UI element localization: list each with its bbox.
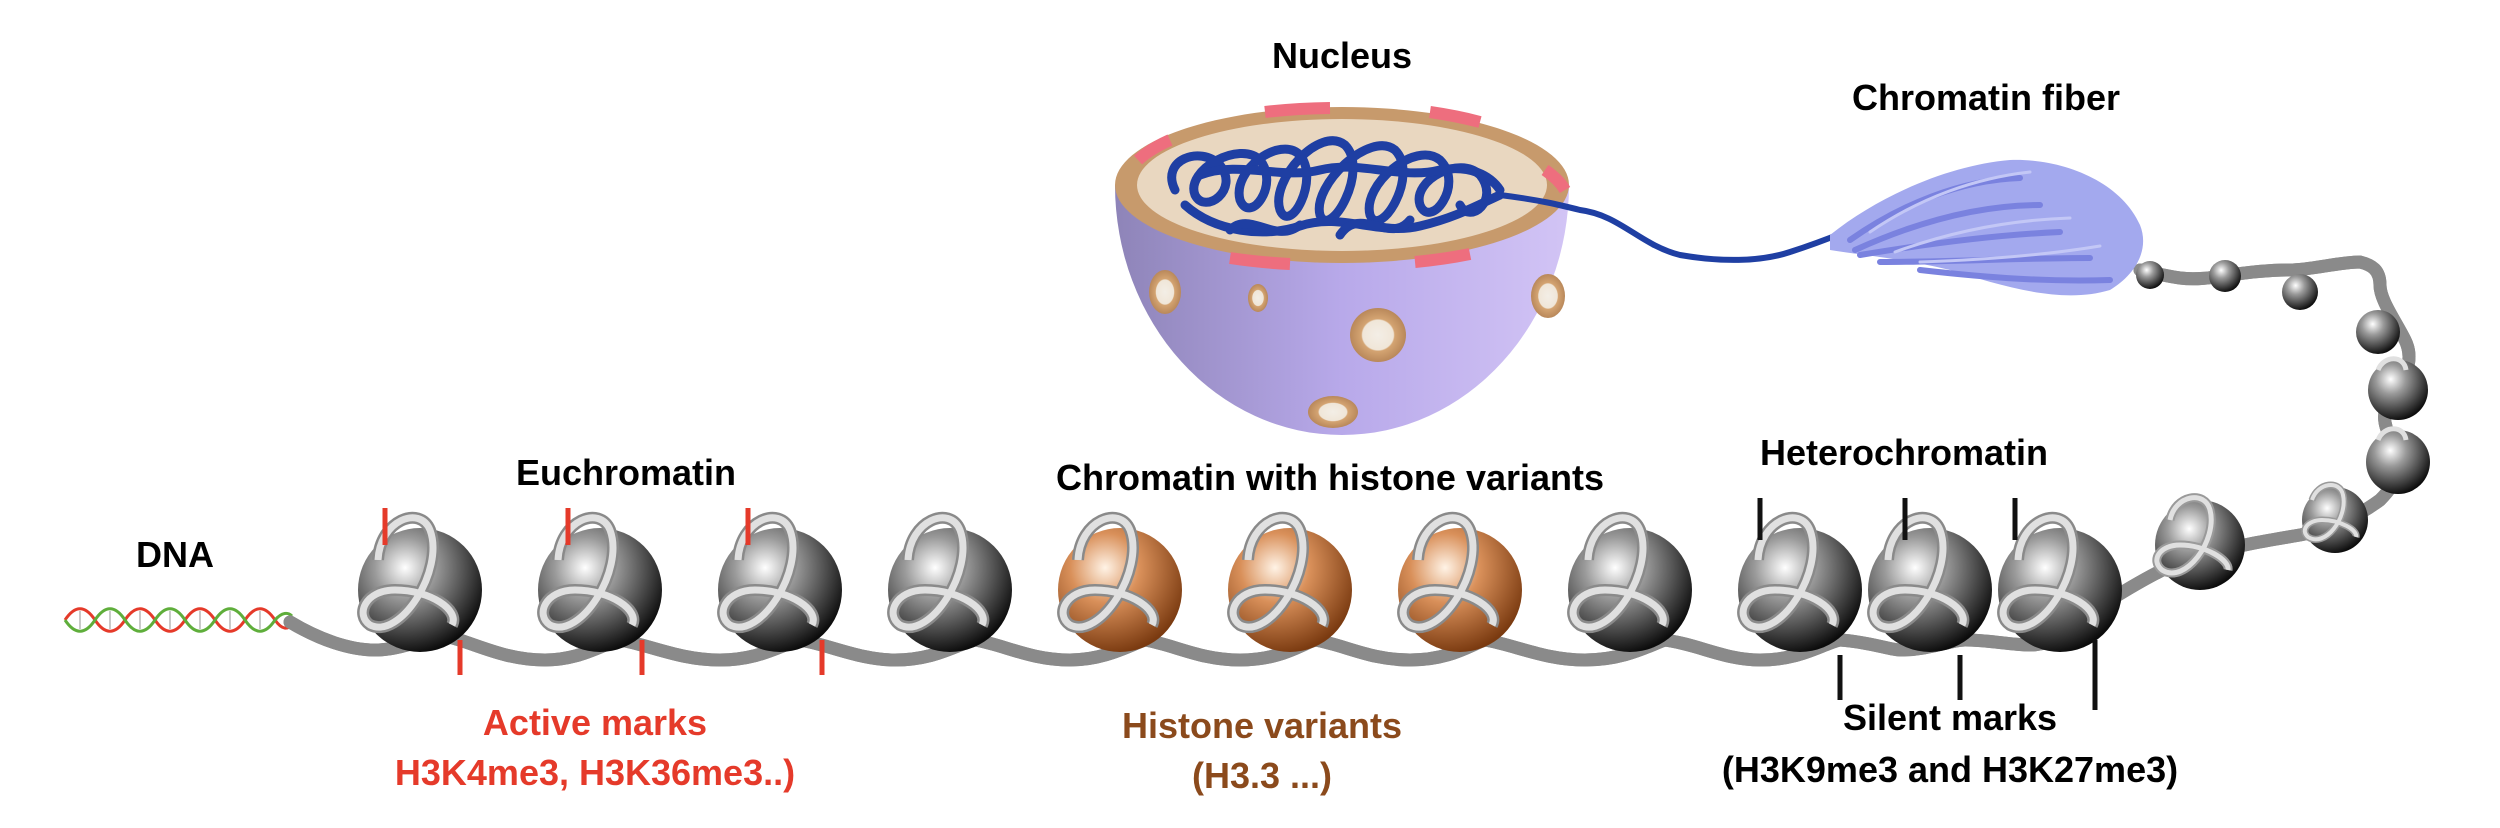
label-active-marks: Active marks	[483, 702, 707, 743]
nucleosome	[1997, 511, 2122, 652]
nucleosome	[1737, 511, 1862, 652]
nucleosome	[2366, 426, 2430, 494]
nucleosome	[537, 511, 662, 652]
labels: Nucleus Chromatin fiber DNA Euchromatin …	[136, 35, 2178, 796]
nucleosome-histone-variant	[1057, 511, 1182, 652]
label-chromatin-fiber: Chromatin fiber	[1852, 77, 2120, 118]
nucleosome-histone-variant	[1397, 511, 1522, 652]
label-histone-variants: Histone variants	[1122, 705, 1402, 746]
active-mark-ticks	[382, 508, 825, 675]
label-euchromatin: Euchromatin	[516, 452, 736, 493]
nucleosome	[2152, 493, 2245, 590]
nucleosome	[2356, 310, 2400, 354]
nucleosome	[357, 511, 482, 652]
nucleosome	[1867, 511, 1992, 652]
label-nucleus: Nucleus	[1272, 35, 1412, 76]
nucleosome-histone-variant	[1227, 511, 1352, 652]
nuclear-envelope-pink-segments	[1133, 102, 1571, 270]
nucleosome	[1567, 511, 1692, 652]
label-active-marks-detail: H3K4me3, H3K36me3..)	[395, 752, 795, 793]
label-heterochromatin: Heterochromatin	[1760, 432, 2048, 473]
silent-mark-ticks	[1757, 498, 2098, 710]
nucleosome	[2209, 260, 2241, 292]
label-dna: DNA	[136, 534, 214, 575]
nucleosome	[2282, 274, 2318, 310]
label-silent-marks: Silent marks	[1843, 697, 2057, 738]
chromatin-fiber-illustration	[1830, 159, 2144, 296]
nucleosome	[887, 511, 1012, 652]
label-histone-variants-detail: (H3.3 ...)	[1192, 755, 1332, 796]
dna-double-helix	[63, 607, 294, 633]
label-silent-marks-detail: (H3K9me3 and H3K27me3)	[1722, 749, 2178, 790]
nucleus-illustration	[1115, 102, 1848, 435]
linker-dna-strand	[283, 255, 2409, 667]
nuclear-pores	[1149, 270, 1565, 428]
nucleosome-chain	[357, 260, 2430, 652]
nucleosome	[2301, 481, 2368, 553]
chromatin-tangle	[1167, 136, 1848, 263]
nucleosome	[2136, 261, 2164, 289]
label-histone-variant-region: Chromatin with histone variants	[1056, 457, 1604, 498]
nucleosome	[717, 511, 842, 652]
nucleosome	[2368, 356, 2428, 420]
